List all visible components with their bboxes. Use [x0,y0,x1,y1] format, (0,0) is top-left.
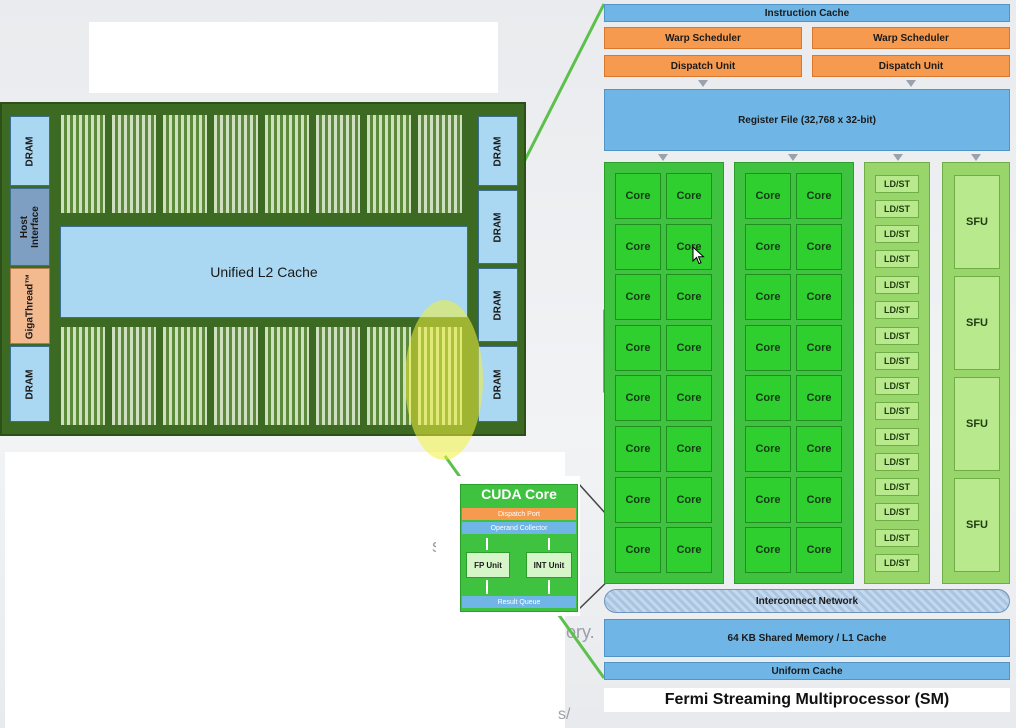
core: Core [615,173,661,219]
core: Core [666,173,712,219]
sm-row-bottom [58,326,470,430]
ldst-unit: LD/ST [875,529,919,547]
core: Core [796,477,842,523]
interconnect-network: Interconnect Network [604,589,1010,613]
host-interface: Host Interface [10,188,50,266]
dram-right-1: DRAM [478,116,518,186]
dram-right-4: DRAM [478,346,518,422]
operand-collector: Operand Collector [462,522,576,534]
instruction-cache: Instruction Cache [604,4,1010,22]
fp-unit: FP Unit [466,552,510,578]
core: Core [666,477,712,523]
sm-caption: Fermi Streaming Multiprocessor (SM) [604,688,1010,712]
ldst-unit: LD/ST [875,175,919,193]
dram-left-bottom: DRAM [10,346,50,422]
core: Core [796,325,842,371]
sfu-unit: SFU [954,276,1000,370]
core: Core [745,274,791,320]
core: Core [615,224,661,270]
dram-right-3: DRAM [478,268,518,342]
dispatch-unit-2: Dispatch Unit [812,55,1010,77]
core: Core [796,173,842,219]
result-queue: Result Queue [462,596,576,608]
register-file: Register File (32,768 x 32-bit) [604,89,1010,151]
ldst-unit: LD/ST [875,225,919,243]
arrow-down-icon [788,154,798,161]
ldst-unit: LD/ST [875,453,919,471]
unified-l2-cache: Unified L2 Cache [60,226,468,318]
core-column-2: Core Core Core Core Core Core Core Core … [734,162,854,584]
sfu-unit: SFU [954,478,1000,572]
core: Core [796,224,842,270]
dram-right-2: DRAM [478,190,518,264]
arrow-down-icon [486,580,488,594]
core: Core [796,527,842,573]
core: Core [745,477,791,523]
highlight-ellipse [405,300,483,460]
core: Core [745,325,791,371]
sm-row-top [58,114,470,218]
cuda-core-inset: CUDA Core Dispatch Port Operand Collecto… [436,476,580,616]
sfu-unit: SFU [954,175,1000,269]
mouse-cursor-icon [692,246,705,265]
core: Core [615,426,661,472]
ldst-unit: LD/ST [875,250,919,268]
ldst-unit: LD/ST [875,200,919,218]
background-text-fragment: s/ [558,706,571,723]
core: Core [796,375,842,421]
core: Core [666,325,712,371]
ldst-unit: LD/ST [875,478,919,496]
core: Core [615,527,661,573]
core: Core [745,375,791,421]
core-column-1: Core Core Core Core Core Core Core Core … [604,162,724,584]
core: Core [796,274,842,320]
ldst-unit: LD/ST [875,428,919,446]
warp-scheduler-1: Warp Scheduler [604,27,802,49]
sfu-unit: SFU [954,377,1000,471]
warp-scheduler-2: Warp Scheduler [812,27,1010,49]
dram-left-top: DRAM [10,116,50,186]
dispatch-unit-1: Dispatch Unit [604,55,802,77]
core: Core [615,325,661,371]
cuda-core-title: CUDA Core [481,486,557,502]
ldst-column: LD/ST LD/ST LD/ST LD/ST LD/ST LD/ST LD/S… [864,162,930,584]
dispatch-port: Dispatch Port [462,508,576,520]
arrow-down-icon [906,80,916,87]
int-unit: INT Unit [526,552,572,578]
blank-panel-top [89,22,498,93]
core: Core [615,477,661,523]
core: Core [666,224,712,270]
core: Core [796,426,842,472]
core: Core [615,274,661,320]
core: Core [666,375,712,421]
core: Core [666,527,712,573]
shared-memory-l1-cache: 64 KB Shared Memory / L1 Cache [604,619,1010,657]
uniform-cache: Uniform Cache [604,662,1010,680]
ldst-unit: LD/ST [875,554,919,572]
ldst-unit: LD/ST [875,276,919,294]
arrow-down-icon [658,154,668,161]
core: Core [745,426,791,472]
sfu-column: SFU SFU SFU SFU [942,162,1010,584]
core: Core [666,426,712,472]
arrow-down-icon [971,154,981,161]
ldst-unit: LD/ST [875,327,919,345]
ldst-unit: LD/ST [875,402,919,420]
ldst-unit: LD/ST [875,352,919,370]
arrow-down-icon [548,580,550,594]
core: Core [745,527,791,573]
core: Core [745,224,791,270]
core: Core [666,274,712,320]
gigathread-engine: GigaThread™ [10,268,50,344]
ldst-unit: LD/ST [875,301,919,319]
arrow-down-icon [698,80,708,87]
arrow-down-icon [486,538,488,550]
arrow-down-icon [893,154,903,161]
arrow-down-icon [548,538,550,550]
ldst-unit: LD/ST [875,377,919,395]
core: Core [615,375,661,421]
ldst-unit: LD/ST [875,503,919,521]
core: Core [745,173,791,219]
